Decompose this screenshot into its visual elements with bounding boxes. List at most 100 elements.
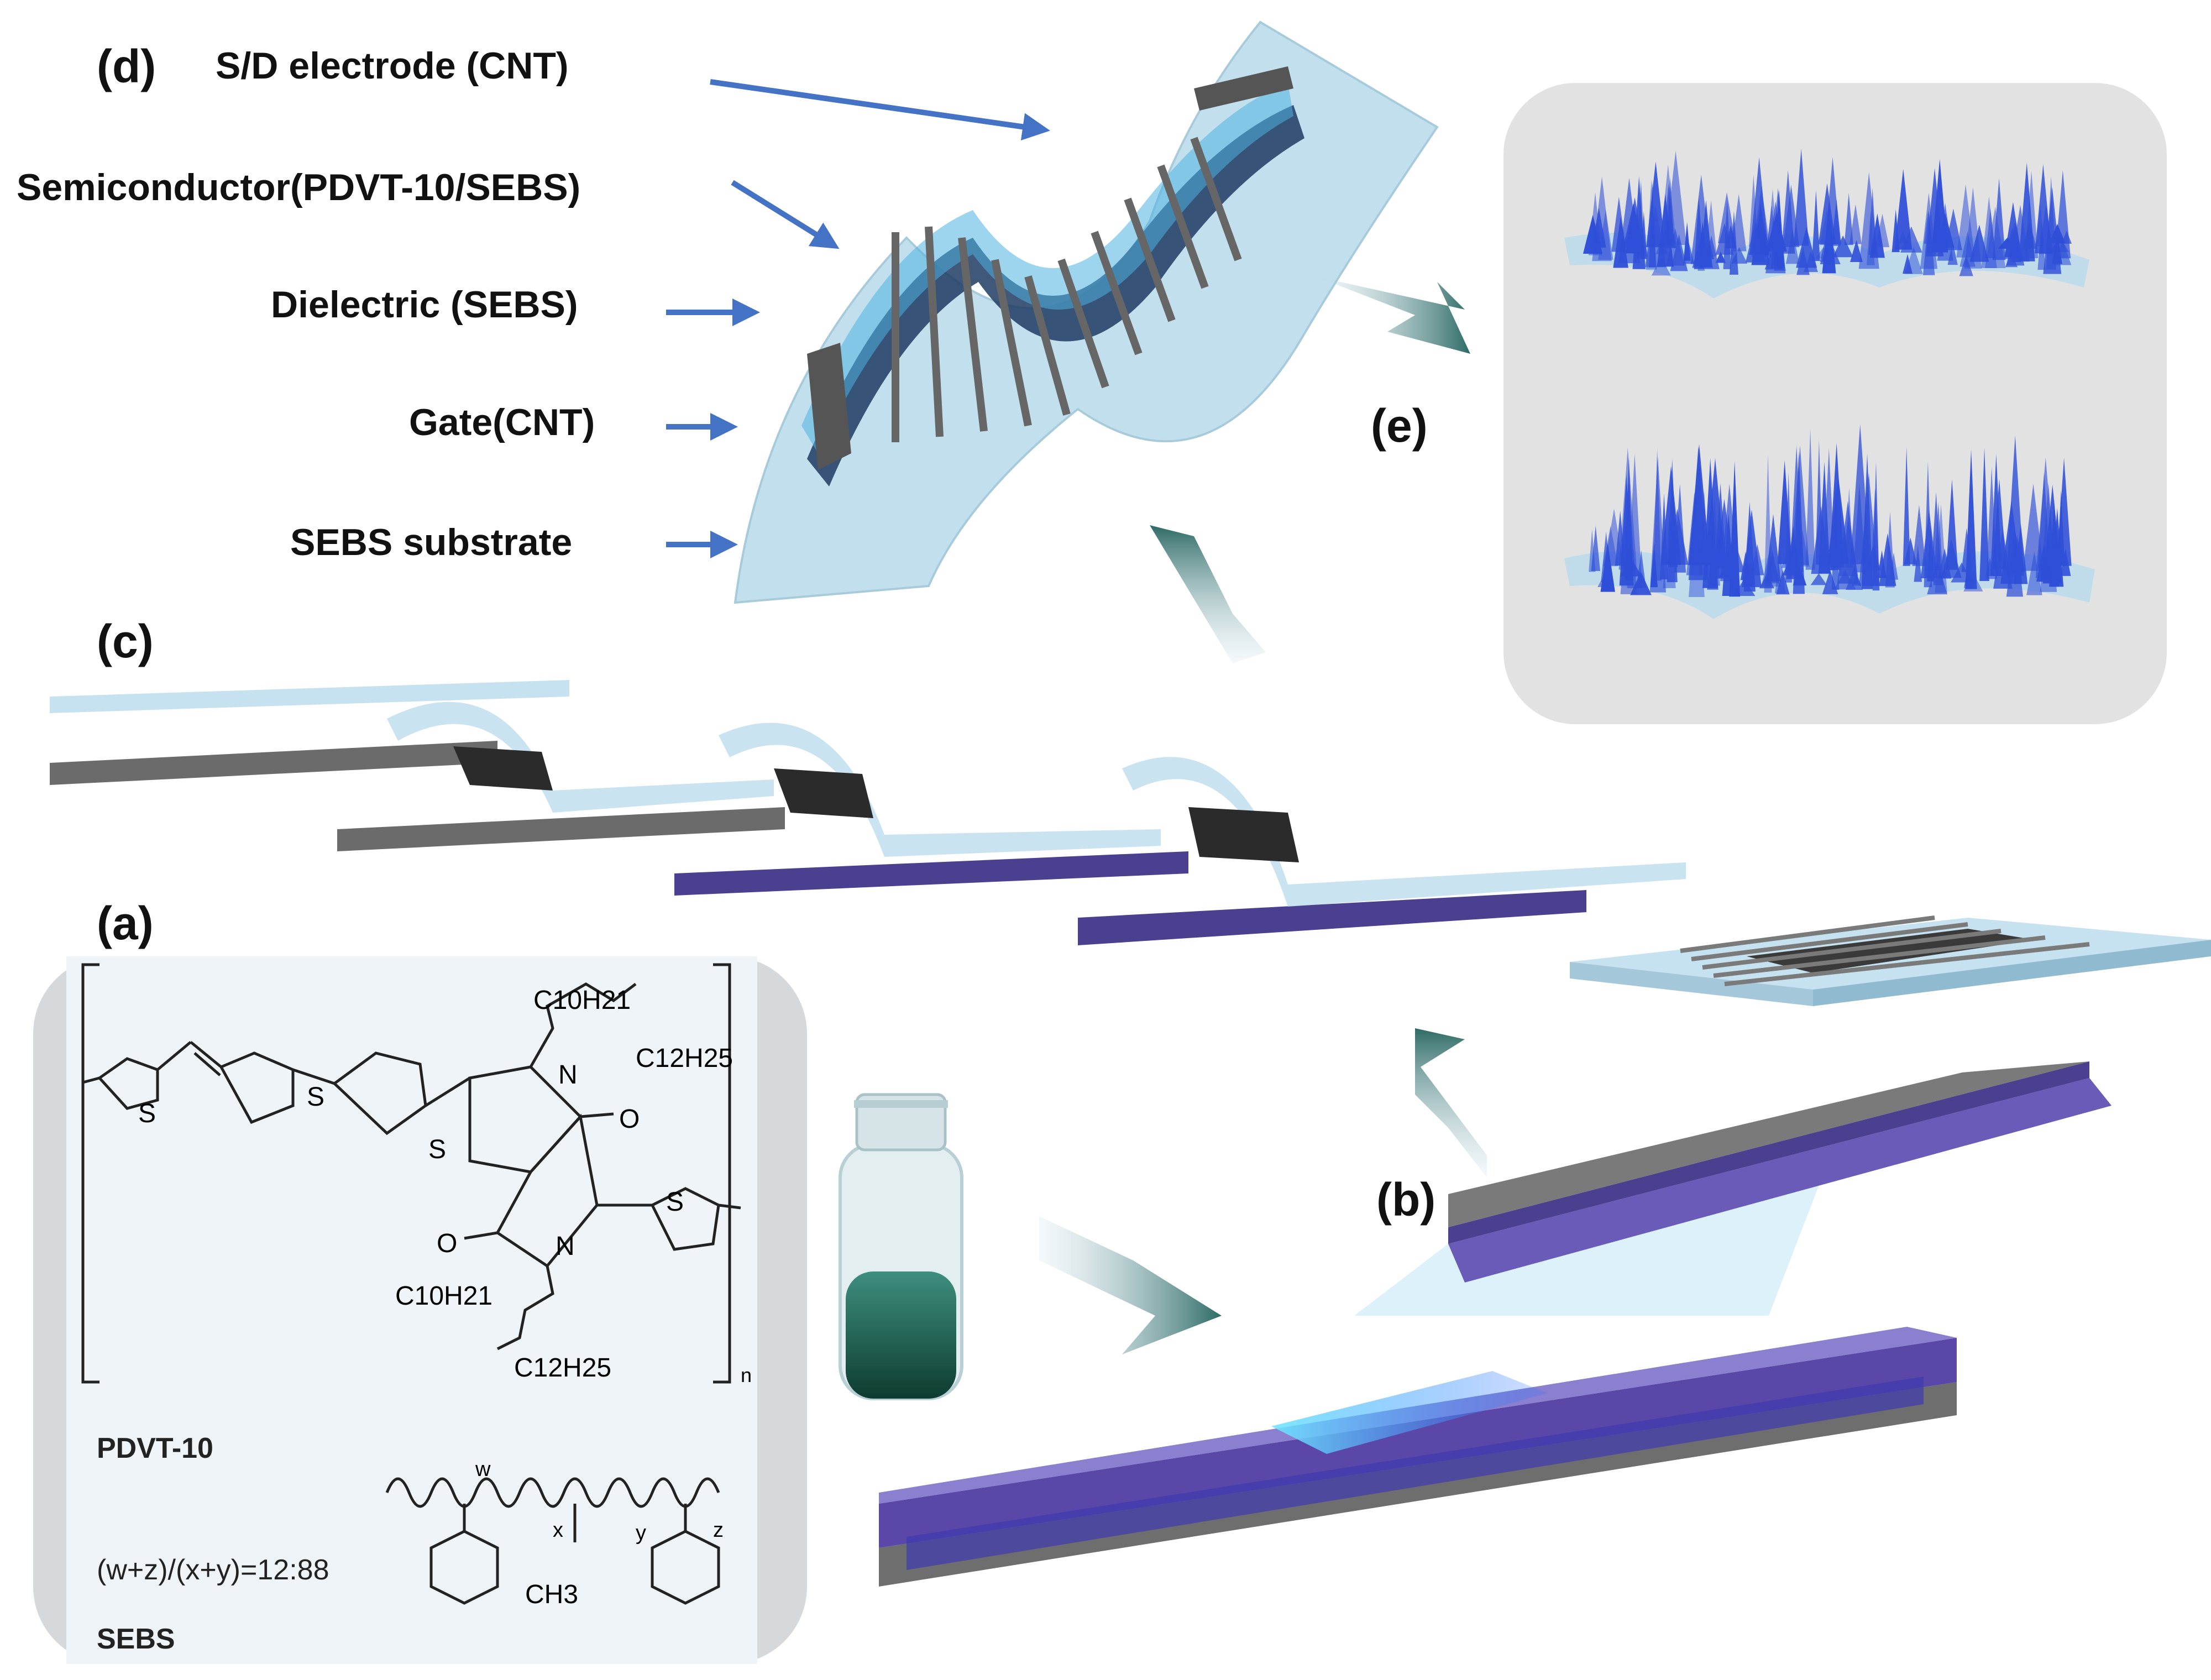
strain-spike	[2023, 484, 2044, 571]
strain-spike	[1646, 161, 1665, 248]
strain-spike	[1865, 546, 1881, 571]
strain-spike	[1981, 196, 1997, 268]
strain-spike	[1810, 573, 1827, 585]
pointer-sd-electrode	[710, 79, 1050, 141]
strain-spike	[1946, 479, 1958, 570]
sebs-ch3: CH3	[525, 1580, 578, 1609]
lamination-steps	[50, 680, 1686, 945]
strain-map-top	[1564, 148, 2089, 299]
strain-spike	[1725, 224, 1737, 249]
strain-spike	[1986, 467, 1998, 579]
strain-spike	[1879, 533, 1896, 587]
strain-spike	[1832, 235, 1853, 258]
shearing-setup	[879, 1061, 2112, 1587]
strain-spike	[1793, 148, 1809, 246]
strain-map-bottom	[1564, 424, 2095, 619]
strain-spike	[1630, 571, 1652, 595]
label-gate: Gate(CNT)	[409, 401, 595, 443]
strain-spike	[1812, 190, 1820, 261]
strain-spike	[1761, 545, 1780, 587]
chain-c12h25-bottom: C12H25	[514, 1353, 611, 1383]
sebs-name: SEBS	[97, 1623, 175, 1655]
strain-spike	[1904, 247, 1923, 274]
atom-n-2: N	[556, 1232, 575, 1261]
strain-spike	[1785, 230, 1800, 264]
atom-s-4: S	[666, 1187, 684, 1217]
strain-spike	[1964, 187, 1982, 269]
strain-spike	[1766, 205, 1777, 248]
panel-label-d: (d)	[97, 40, 156, 92]
strain-spike	[1777, 460, 1792, 564]
label-sd-electrode: S/D electrode (CNT)	[216, 45, 569, 87]
strain-spike	[1844, 193, 1853, 245]
strain-spike	[1834, 570, 1856, 590]
strain-spike	[1632, 176, 1646, 269]
strain-spike	[1764, 243, 1784, 270]
strain-spike	[1620, 488, 1637, 594]
strain-spike	[2026, 551, 2042, 595]
strain-spike	[1992, 178, 2006, 260]
strain-spike	[1659, 164, 1677, 248]
strain-spike	[1931, 159, 1948, 253]
atom-s-1: S	[138, 1099, 156, 1128]
strain-spike	[1650, 543, 1658, 588]
panel-label-a: (a)	[97, 897, 154, 949]
strain-spike	[2000, 500, 2023, 584]
label-substrate: SEBS substrate	[290, 521, 573, 563]
strain-spike	[1750, 544, 1764, 575]
stretchable-transistor	[733, 20, 1439, 604]
strain-spike	[1920, 192, 1938, 269]
chain-c12h25-top: C12H25	[636, 1044, 733, 1073]
sebs-z: z	[713, 1519, 724, 1542]
strain-spike	[1912, 505, 1926, 566]
strain-spike	[1985, 557, 1994, 577]
chain-c10h21-bottom: C10H21	[395, 1281, 493, 1311]
panel-label-b: (b)	[1376, 1174, 1436, 1226]
panel-label-e: (e)	[1371, 400, 1428, 452]
strain-spike	[1745, 221, 1765, 263]
strain-spike	[1583, 214, 1603, 254]
strain-spike	[1853, 484, 1866, 573]
strain-spike	[2050, 235, 2069, 252]
strain-distribution-panel	[1503, 83, 2167, 724]
process-arrow-bottle-to-b	[1039, 1216, 1222, 1354]
atom-n-1: N	[558, 1060, 578, 1090]
strain-spike	[1783, 185, 1800, 247]
strain-spike	[1683, 242, 1695, 264]
atom-o-2: O	[437, 1229, 457, 1258]
strain-spike	[1804, 251, 1818, 272]
strain-spike	[1858, 172, 1879, 269]
repeat-n: n	[741, 1364, 752, 1386]
strain-spike	[1688, 446, 1709, 580]
strain-spike	[2049, 223, 2066, 244]
strain-spike	[1791, 445, 1809, 565]
sebs-ratio: (w+z)/(x+y)=12:88	[97, 1554, 329, 1586]
strain-spike	[2057, 490, 2065, 566]
strain-spike	[1920, 509, 1938, 579]
strain-spike	[1979, 448, 1989, 582]
device-array	[1570, 915, 2211, 1006]
label-dielectric: Dielectric (SEBS)	[271, 284, 578, 326]
strain-spike	[1820, 240, 1841, 264]
panel-label-c: (c)	[97, 615, 154, 667]
process-arrow-b-to-c	[1415, 1028, 1487, 1177]
pdvt10-name: PDVT-10	[97, 1432, 213, 1464]
strain-spike	[1945, 208, 1962, 250]
strain-spike	[2060, 548, 2071, 576]
spikes-top	[1583, 148, 2072, 276]
strain-spike	[1894, 169, 1913, 250]
strain-spike	[1591, 525, 1600, 571]
process-arrow-d-to-e	[1316, 276, 1470, 354]
strain-spike	[2037, 472, 2051, 568]
strain-spike	[1705, 242, 1714, 259]
sebs-w: w	[475, 1458, 491, 1481]
pdvt10-structure	[82, 982, 741, 1605]
strain-spike	[1663, 514, 1676, 588]
strain-spike	[1805, 428, 1815, 570]
sd-electrode-fingers	[892, 137, 1242, 442]
strain-spike	[1705, 458, 1726, 565]
strain-spike	[1903, 447, 1910, 566]
sebs-x: x	[553, 1519, 563, 1542]
strain-spike	[1715, 251, 1726, 263]
strain-spike	[1651, 257, 1671, 276]
